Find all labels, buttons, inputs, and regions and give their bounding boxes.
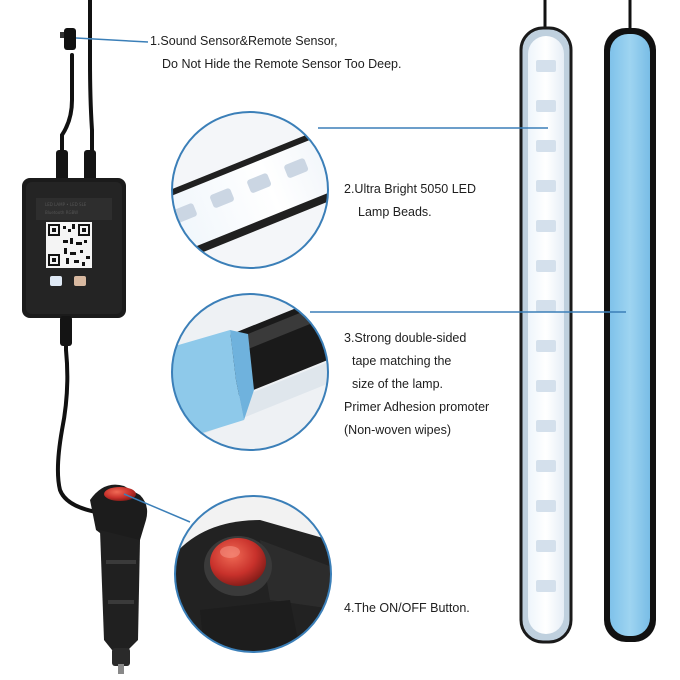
svg-text:LED LAMP • LED SLE: LED LAMP • LED SLE — [45, 202, 87, 207]
circle-border-3 — [171, 293, 329, 451]
controller-box: LED LAMP • LED SLE Bluetooth RGBW — [22, 178, 126, 318]
leader-lines — [75, 37, 626, 523]
sensor-plug — [60, 28, 76, 50]
callout-3-line-3: size of the lamp. — [352, 377, 444, 391]
callout-3-line-1: 3.Strong double-sided — [344, 331, 467, 345]
cigarette-plug — [90, 484, 148, 674]
strain-relief-right — [84, 150, 96, 182]
closeup-led-beads — [172, 112, 328, 268]
lower-cable — [55, 316, 98, 514]
top-cables — [60, 0, 94, 182]
callout-1-line-2: Do Not Hide the Remote Sensor Too Deep. — [162, 57, 402, 71]
callout-3-line-4: Primer Adhesion promoter — [344, 400, 490, 414]
led-strip-blue — [604, 0, 656, 642]
callout-3-line-2: tape matching the — [352, 354, 452, 368]
closeup-tape — [172, 294, 328, 450]
callout-4-line-1: 4.The ON/OFF Button. — [344, 601, 470, 615]
circle-border-2 — [171, 111, 329, 269]
qr-code — [46, 222, 92, 268]
callout-3-line-5: (Non-woven wipes) — [344, 423, 451, 437]
closeup-button — [175, 496, 331, 652]
svg-text:Bluetooth RGBW: Bluetooth RGBW — [45, 210, 78, 215]
callout-tape: 3.Strong double-sided tape matching the … — [344, 327, 489, 442]
led-strip-white — [519, 0, 573, 644]
callout-2-line-2: Lamp Beads. — [358, 205, 432, 219]
callout-1-line-1: 1.Sound Sensor&Remote Sensor, — [150, 34, 338, 48]
callout-led-beads: 2.Ultra Bright 5050 LED Lamp Beads. — [344, 178, 476, 224]
callout-on-off-button: 4.The ON/OFF Button. — [344, 597, 470, 620]
circle-border-4 — [174, 495, 332, 653]
strain-relief-left — [56, 150, 68, 182]
callout-sound-sensor: 1.Sound Sensor&Remote Sensor, Do Not Hid… — [150, 30, 401, 76]
callout-2-line-1: 2.Ultra Bright 5050 LED — [344, 182, 477, 196]
